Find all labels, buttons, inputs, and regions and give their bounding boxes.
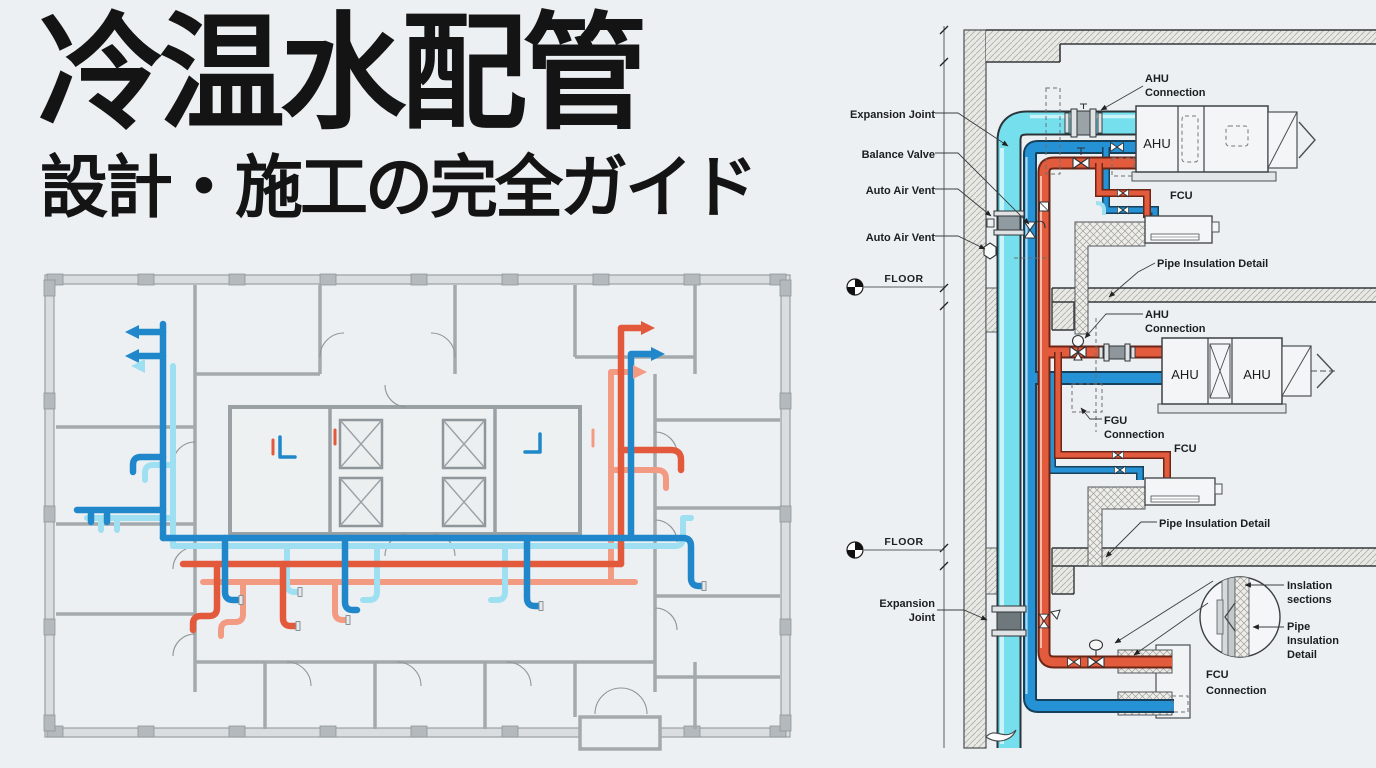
exterior-walls — [43, 273, 792, 738]
construction-dashed — [1014, 87, 1189, 713]
wall-piers — [43, 273, 792, 738]
hot-supply-pipes — [179, 324, 685, 634]
floor-datums — [846, 278, 944, 559]
label-insulation-sections-1: Inslation — [1287, 580, 1333, 592]
label-fcu-upper: FCU — [1170, 190, 1193, 202]
airflow-arrow-icon — [1298, 121, 1316, 159]
auto-air-vent-assembly-icon — [986, 210, 1025, 236]
riser-section-diagram: AHU AHU AHU — [846, 25, 1376, 749]
label-expansion-bottom-1: Expansion — [879, 598, 935, 610]
page-subtitle: 設計・施工の完全ガイド — [40, 149, 758, 228]
label-ahu-connection1-1: AHU — [1145, 73, 1169, 85]
label-fgu-connection-2: Connection — [1104, 429, 1165, 441]
elevator-x-marks — [339, 419, 486, 527]
label-floor-lower: FLOOR — [884, 536, 923, 548]
building-core — [228, 405, 582, 536]
label-fgu-connection-1: FGU — [1104, 415, 1127, 427]
label-ahu-connection2-1: AHU — [1145, 309, 1169, 321]
main-riser-cyan — [996, 110, 1138, 748]
ahu2-right-label: AHU — [1243, 367, 1270, 382]
floor-slab-1 — [1052, 288, 1376, 302]
label-insulation-sections-2: sections — [1287, 594, 1332, 606]
label-auto-air-vent-2: Auto Air Vent — [866, 232, 936, 244]
label-pipe-insulation-upper: Pipe Insulation Detail — [1157, 258, 1268, 270]
datum-icon — [846, 541, 864, 559]
expansion-joint-icon — [991, 605, 1027, 637]
label-expansion-joint: Expansion Joint — [850, 109, 935, 121]
air-vent-icon — [1050, 609, 1061, 620]
air-vent-icon — [983, 242, 997, 260]
label-expansion-bottom-2: Joint — [909, 612, 936, 624]
ahu1-label: AHU — [1143, 136, 1170, 151]
label-fcu-connection-2: Connection — [1206, 685, 1267, 697]
label-fcu-mid: FCU — [1174, 443, 1197, 455]
pipe-break-icon — [985, 729, 1017, 742]
chilled-supply-pipes — [73, 320, 707, 614]
label-ahu-connection1-2: Connection — [1145, 87, 1206, 99]
gauge-icon — [1071, 334, 1085, 348]
ceiling-beam — [986, 30, 1060, 62]
dimension-line — [939, 25, 949, 748]
insulation-detail-callout — [1199, 576, 1281, 658]
label-pid-circle-3: Detail — [1287, 649, 1317, 661]
label-balance-valve: Balance Valve — [862, 149, 935, 161]
label-auto-air-vent-1: Auto Air Vent — [866, 185, 936, 197]
structure — [963, 29, 1376, 749]
ahu-unit-2: AHU AHU — [1157, 337, 1336, 414]
page-title: 冷温水配管 — [38, 0, 648, 147]
leader-lines — [935, 85, 1284, 656]
flow-arrows — [125, 321, 665, 379]
expansion-joint-icon — [1064, 103, 1103, 138]
label-pid-circle-1: Pipe — [1287, 621, 1310, 633]
pipe-end-fittings — [238, 581, 707, 631]
floor-slab-2 — [1052, 548, 1376, 566]
label-pid-circle-2: Insulation — [1287, 635, 1339, 647]
ceiling-slab — [1060, 30, 1376, 44]
shaft-wall — [963, 29, 987, 749]
fcu-unit-1 — [1144, 215, 1220, 244]
expansion-joint-icon — [1098, 343, 1136, 362]
hot-return-pipes — [200, 369, 669, 639]
label-fcu-connection-1: FCU — [1206, 669, 1229, 681]
label-pipe-insulation-lower: Pipe Insulation Detail — [1159, 518, 1270, 530]
datum-icon — [846, 278, 864, 296]
gauge-icon — [1088, 639, 1104, 651]
label-floor-upper: FLOOR — [884, 273, 923, 285]
interior-walls — [56, 285, 780, 751]
ahu2-left-label: AHU — [1171, 367, 1198, 382]
ahu-unit-1: AHU — [1131, 105, 1316, 182]
fcu-unit-2 — [1144, 477, 1223, 506]
valves-and-fittings — [983, 103, 1136, 669]
airflow-arrow-icon — [1316, 353, 1334, 389]
riser-chilled-supply — [1023, 140, 1174, 713]
label-ahu-connection2-2: Connection — [1145, 323, 1206, 335]
floor-plan-diagram — [43, 273, 792, 751]
insulated-ducts — [1074, 221, 1146, 567]
section-labels: Expansion Joint Balance Valve Auto Air V… — [850, 73, 1339, 697]
